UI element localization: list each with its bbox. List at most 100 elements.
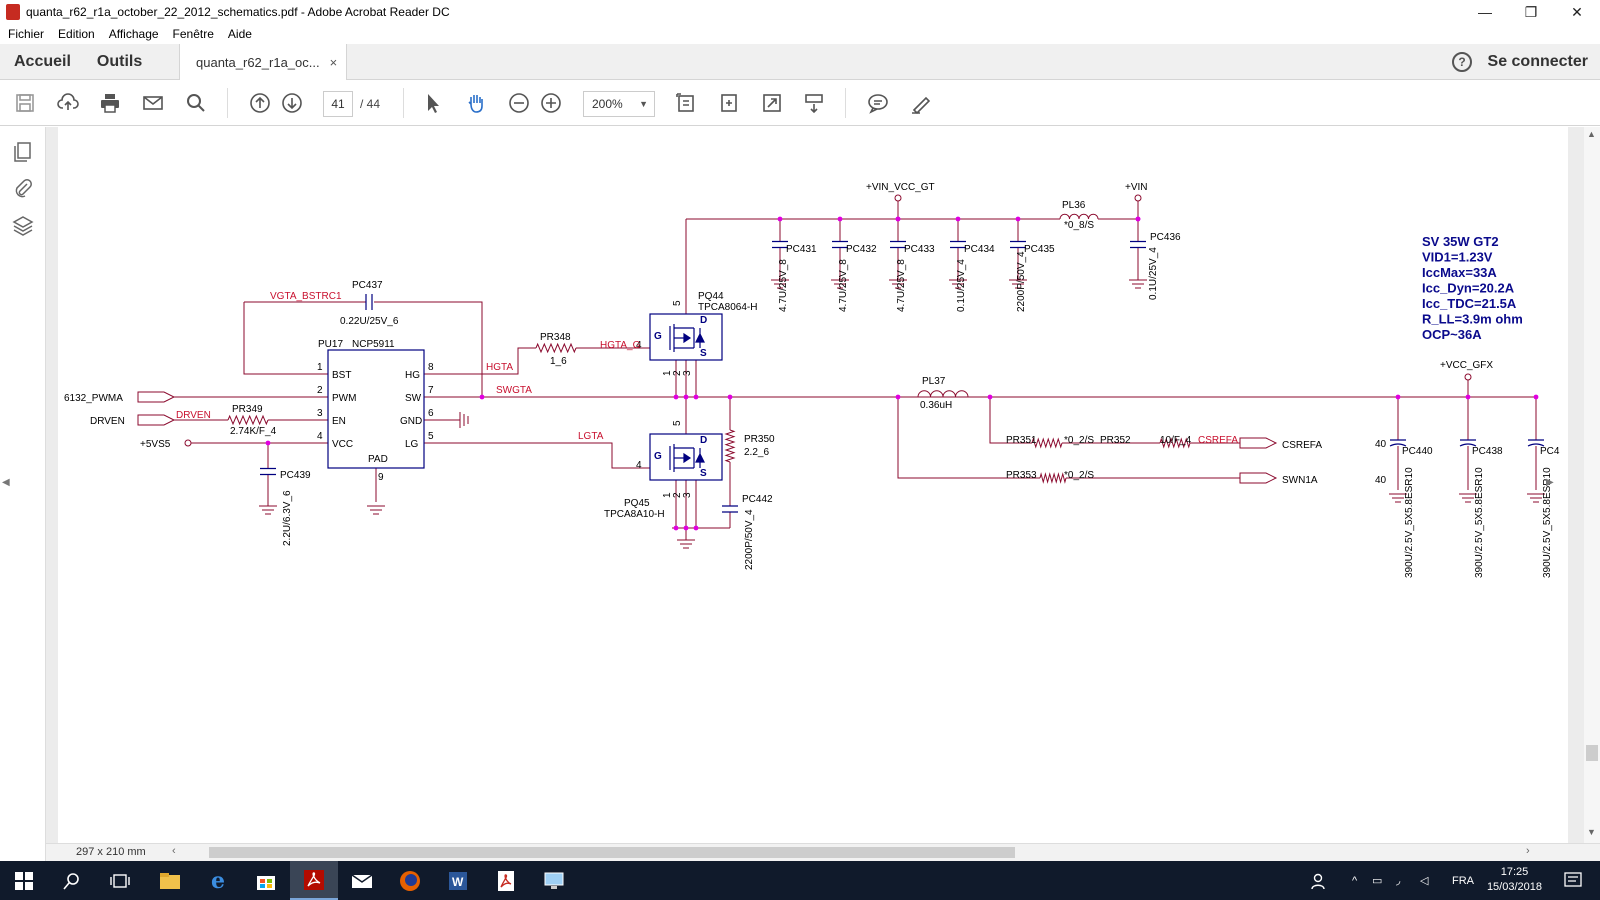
- people-icon[interactable]: [1310, 861, 1328, 900]
- tab-tools[interactable]: Outils: [96, 52, 143, 70]
- scroll-down-icon[interactable]: ▼: [1587, 827, 1596, 837]
- junction-dot: [895, 216, 901, 222]
- search-icon[interactable]: [48, 861, 96, 900]
- zoom-in-icon[interactable]: [538, 90, 564, 116]
- label-pin7: 7: [428, 385, 434, 396]
- wifi-icon[interactable]: ◞: [1396, 875, 1401, 887]
- panel-expand-icon[interactable]: ▶: [1546, 477, 1554, 488]
- resistor-symbol: [535, 342, 577, 354]
- scroll-right-icon[interactable]: ›: [1526, 845, 1530, 857]
- label-pc432: PC432: [846, 244, 877, 255]
- fit-page-icon[interactable]: [673, 90, 699, 116]
- battery-icon[interactable]: ▭: [1372, 875, 1383, 887]
- label-pc435-val: 2200P/50V_4: [1016, 251, 1027, 312]
- label-drven-net: DRVEN: [176, 410, 211, 421]
- menu-fichier[interactable]: Fichier: [8, 27, 45, 41]
- ground-symbol: [1009, 279, 1027, 289]
- close-tab-icon[interactable]: ×: [329, 54, 338, 70]
- label-pl36-val: *0_8/S: [1064, 220, 1094, 231]
- junction-dot: [1395, 394, 1401, 400]
- mail-icon[interactable]: [338, 861, 386, 900]
- label-pc434-val: 0.1U/25V_4: [956, 259, 967, 312]
- save-icon[interactable]: [12, 90, 38, 116]
- page-thumbnails-icon[interactable]: [12, 141, 34, 163]
- label-pc432-val: 4.7U/25V_8: [838, 259, 849, 312]
- word-icon[interactable]: W: [434, 861, 482, 900]
- scroll-mode-icon[interactable]: [801, 90, 827, 116]
- menu-aide[interactable]: Aide: [227, 27, 252, 41]
- tab-home[interactable]: Accueil: [14, 52, 71, 70]
- label-pc439-val: 2.2U/6.3V_6: [282, 490, 293, 546]
- signin-button[interactable]: Se connecter: [1487, 53, 1588, 70]
- file-explorer-icon[interactable]: [146, 861, 194, 900]
- system-clock[interactable]: 17:25 15/03/2018: [1487, 865, 1542, 895]
- upload-cloud-icon[interactable]: [55, 90, 81, 116]
- page-number-input[interactable]: 41: [323, 91, 353, 117]
- label-pin4: 4: [317, 431, 323, 442]
- label-bst: BST: [332, 370, 351, 381]
- horizontal-scroll-thumb[interactable]: [209, 847, 1015, 858]
- print-icon[interactable]: [97, 90, 123, 116]
- panel-collapse-icon[interactable]: ◀: [2, 477, 10, 488]
- attachment-icon[interactable]: [12, 177, 34, 199]
- menu-fenetre[interactable]: Fenêtre: [172, 27, 214, 41]
- chevron-up-icon[interactable]: ^: [1352, 874, 1358, 887]
- highlight-pen-icon[interactable]: [908, 90, 934, 116]
- email-icon[interactable]: [140, 90, 166, 116]
- select-cursor-icon[interactable]: [420, 90, 446, 116]
- menu-affichage[interactable]: Affichage: [108, 27, 159, 41]
- label-g: G: [654, 331, 662, 342]
- label-pin1: 1: [662, 370, 673, 376]
- vertical-scrollbar[interactable]: ▲ ▼: [1584, 127, 1600, 844]
- comment-icon[interactable]: [865, 90, 891, 116]
- vertical-scroll-thumb[interactable]: [1586, 745, 1598, 761]
- label-pc4: PC4: [1540, 446, 1560, 457]
- taskbar: e W ^ ▭ ◞ ◁ FRA 17:25 15/03/2018: [0, 861, 1600, 900]
- wire: [897, 397, 1040, 479]
- maximize-button[interactable]: ❐: [1524, 3, 1538, 20]
- language-indicator[interactable]: FRA: [1452, 874, 1474, 887]
- label-cap-390: 390U/2.5V_5X5.8ESR10: [1404, 467, 1415, 578]
- label-pr351-val: *0_2/S: [1064, 435, 1094, 446]
- firefox-icon[interactable]: [386, 861, 434, 900]
- zoom-select[interactable]: 200% ▼: [583, 91, 655, 117]
- label-pl37: PL37: [922, 376, 946, 387]
- windows-start-icon[interactable]: [0, 861, 48, 900]
- notifications-icon[interactable]: [1564, 861, 1584, 900]
- minimize-button[interactable]: —: [1478, 4, 1492, 20]
- edge-browser-icon[interactable]: e: [211, 867, 225, 894]
- junction-dot: [693, 525, 699, 531]
- next-page-icon[interactable]: [279, 90, 305, 116]
- close-button[interactable]: ✕: [1571, 3, 1583, 20]
- label-swgta: SWGTA: [496, 385, 532, 396]
- junction-dot: [693, 394, 699, 400]
- scroll-left-icon[interactable]: ‹: [172, 845, 176, 857]
- fullscreen-icon[interactable]: [759, 90, 785, 116]
- zoom-out-icon[interactable]: [506, 90, 532, 116]
- mosfet-symbol: [649, 313, 723, 361]
- remote-desktop-icon[interactable]: [530, 861, 578, 900]
- acrobat-reader-taskbar-icon[interactable]: [290, 861, 338, 900]
- menu-edition[interactable]: Edition: [58, 27, 95, 41]
- label-pin2: 2: [672, 492, 683, 498]
- label-pc436-val: 0.1U/25V_4: [1148, 247, 1159, 300]
- resistor-symbol: [227, 414, 269, 426]
- label-pin6: 6: [428, 408, 434, 419]
- label-swn1a: SWN1A: [1282, 475, 1318, 486]
- store-icon[interactable]: [242, 861, 290, 900]
- previous-page-icon[interactable]: [247, 90, 273, 116]
- label-pr353-val: *0_2/S: [1064, 470, 1094, 481]
- pdf-app-icon[interactable]: [482, 861, 530, 900]
- layers-icon[interactable]: [12, 214, 34, 236]
- speaker-icon[interactable]: ◁: [1420, 875, 1429, 887]
- rotate-view-icon[interactable]: [716, 90, 742, 116]
- junction-dot: [987, 394, 993, 400]
- search-icon[interactable]: [183, 90, 209, 116]
- scroll-up-icon[interactable]: ▲: [1587, 129, 1596, 139]
- task-view-icon[interactable]: [96, 861, 144, 900]
- help-icon[interactable]: ?: [1452, 52, 1472, 72]
- ground-symbol: [889, 279, 907, 289]
- tab-document[interactable]: quanta_r62_r1a_oc... ×: [179, 44, 347, 80]
- hand-tool-icon[interactable]: [463, 90, 489, 116]
